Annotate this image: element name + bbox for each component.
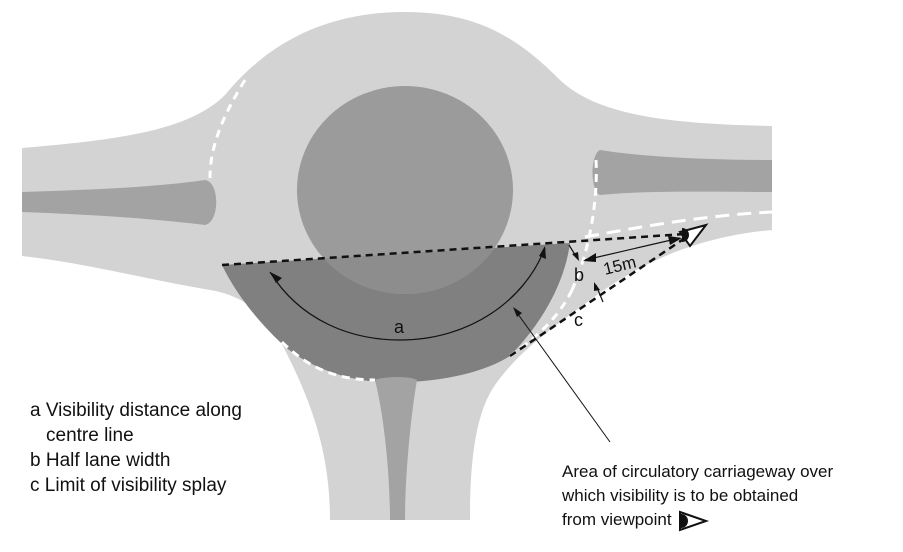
note-line-1: Area of circulatory carriageway over [562,462,834,481]
central-island [297,86,513,294]
give-way-line-right [570,159,598,291]
arrowhead-leader [513,307,522,317]
legend-item-a: a Visibility distance along [30,400,242,421]
eye-icon [679,510,710,531]
right-splitter-island [592,150,772,195]
legend-item-b: b Half lane width [30,450,171,471]
legend-item-c: c Limit of visibility splay [30,475,227,496]
legend: a Visibility distance along centre line … [30,398,242,498]
arrowhead-right [539,246,546,259]
note-line-3: from viewpoint [562,510,672,529]
arrowhead-15m-right [668,236,682,245]
left-splitter-island [22,180,217,225]
arrowhead-c [594,282,600,291]
area-edge-right [509,289,574,358]
arrowhead-b [572,252,579,261]
arrowhead-left [270,272,282,283]
dimension-15m-line [584,237,681,261]
eye-viewpoint-icon [678,223,709,248]
arc-a-dimension [269,247,546,341]
circulatory-area-shaded [222,243,570,383]
label-a: a [394,317,405,337]
note-line-2: which visibility is to be obtained [562,486,799,505]
bottom-splitter-island [375,377,417,520]
visibility-chord-line [221,232,686,267]
arrowhead-15m-left [583,253,596,262]
legend-item-a-cont: centre line [46,425,134,446]
give-way-line-left [208,79,247,179]
area-note: Area of circulatory carriageway over whi… [562,460,833,533]
label-c: c [574,310,583,330]
label-b: b [574,265,584,285]
lane-centre-line [584,210,773,239]
area-leader-line [514,309,611,443]
